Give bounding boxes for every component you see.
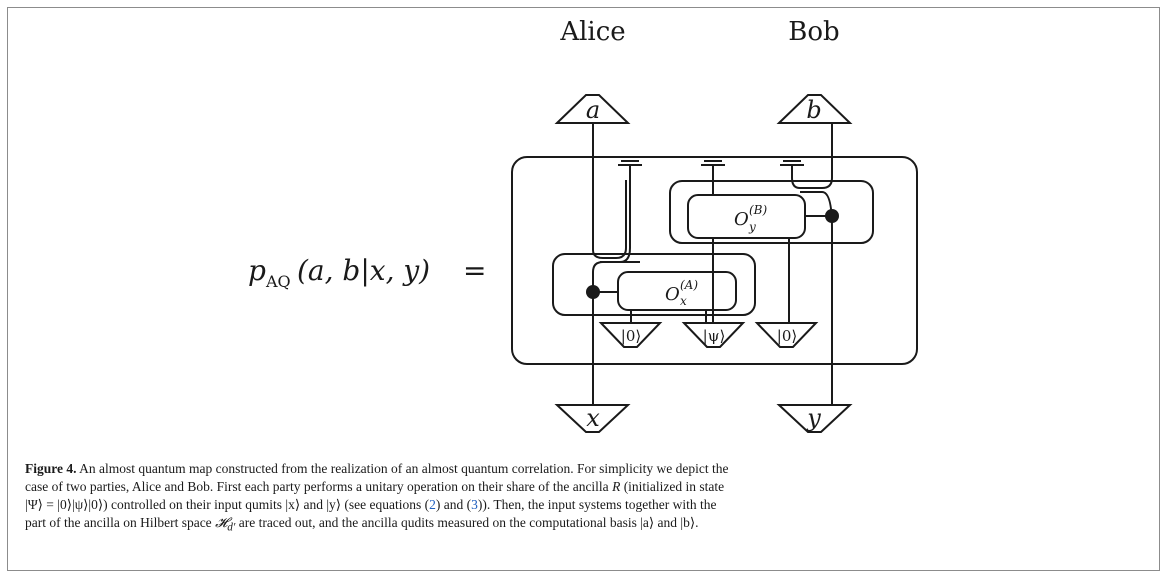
caption-line-2: case of two parties, Alice and Bob. Firs… [25,479,725,494]
svg-text:y: y [748,220,756,234]
input-x-label: x [586,404,600,432]
figure-label: Figure 4. [25,461,77,476]
ground-middle [701,156,725,170]
equation-subscript: AQ [265,272,291,291]
ground-left [618,156,642,170]
input-y-label: y [806,404,821,432]
svg-text:O: O [665,284,680,305]
bob-control-box [669,180,874,244]
output-a-label: a [586,96,600,124]
ancilla-state-0-right [754,322,819,348]
wire-a [592,123,627,259]
control-dot-bob [825,209,839,223]
trace-wire-left [600,170,631,263]
equation-equals: = [463,254,486,287]
caption-line-4: part of the ancilla on Hilbert space 𝓗d′… [25,515,699,534]
output-b-triangle [776,94,853,124]
ancilla-state-label-psi: |ψ⟩ [703,327,726,345]
svg-text:(B): (B) [749,203,768,217]
figure-caption: Figure 4. An almost quantum map construc… [25,460,1145,537]
operator-bob-label: O (B) y [734,203,768,234]
operator-alice-label: O (A) x [665,278,698,308]
alice-label: Alice [559,17,625,47]
input-x-triangle [554,404,631,433]
svg-text:(A): (A) [680,278,698,292]
wire-y [800,191,833,405]
equation: p AQ (a, b|x, y) = [248,254,486,291]
control-dot-alice [586,285,600,299]
wire-b [791,123,833,189]
caption-text-1: An almost quantum map constructed from t… [79,461,729,476]
svg-text:x: x [680,294,687,308]
bob-label: Bob [788,17,839,47]
ancilla-state-label-2: |0⟩ [777,327,797,345]
svg-text:O: O [734,209,749,230]
equation-args: (a, b|x, y) [297,254,430,287]
equation-ref-3[interactable]: 3 [471,497,478,512]
input-y-triangle [776,404,853,433]
output-b-label: b [806,96,821,124]
alice-control-box [552,253,756,316]
caption-line-3: |Ψ⟩ = |0⟩|ψ⟩|0⟩) controlled on their inp… [25,497,717,512]
circuit-diagram: Alice Bob a b x y |0⟩ |ψ⟩ |0⟩ O (B) y O … [248,17,918,433]
ancilla-state-label-0: |0⟩ [621,327,641,345]
equation-p: p [248,254,266,287]
ancilla-state-psi [681,322,746,348]
caption-line-1: Figure 4. An almost quantum map construc… [25,460,1145,478]
equation-ref-2[interactable]: 2 [429,497,436,512]
output-a-triangle [554,94,631,124]
ground-right [780,156,804,170]
ancilla-state-0-left [598,322,663,348]
